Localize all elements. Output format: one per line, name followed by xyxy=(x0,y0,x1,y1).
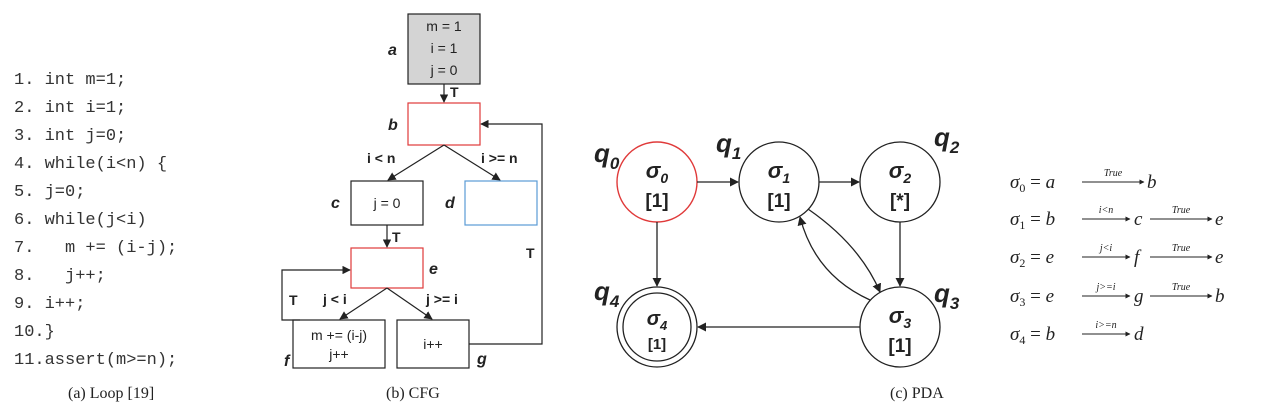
pda-edge-3-1 xyxy=(797,216,871,301)
equation-lhs: σ2 = e xyxy=(1010,247,1054,270)
code-line: 5. j=0; xyxy=(14,183,85,202)
pda-q-label: q2 xyxy=(934,122,960,157)
cfg-label-a: a xyxy=(388,42,397,59)
cfg-edge-f-e xyxy=(281,265,351,321)
equation-lhs: σ4 = b xyxy=(1010,324,1055,347)
cfg-edge-label: T xyxy=(450,84,459,100)
code-line: 4. while(i<n) { xyxy=(14,155,167,174)
pda-state-4-outer xyxy=(616,286,698,368)
cfg-node-b xyxy=(407,102,481,146)
code-line: 8. j++; xyxy=(14,267,106,286)
cfg-node-a-line: i = 1 xyxy=(431,40,458,56)
caption-loop: (a) Loop [19] xyxy=(68,385,154,402)
equation-target: e xyxy=(1215,209,1223,230)
equation-arrow-label: True xyxy=(1172,243,1191,254)
pda-q-label: q4 xyxy=(594,276,620,311)
pda-sigma: σ2 xyxy=(889,158,912,186)
cfg-edge-label: j >= i xyxy=(425,291,458,307)
cfg-label-g: g xyxy=(476,351,487,368)
equation-arrow-label: i>=n xyxy=(1095,320,1116,331)
cfg-label-d: d xyxy=(445,195,456,212)
pda-sigma: σ1 xyxy=(768,158,791,186)
pda-sigma: σ4 xyxy=(647,308,668,333)
cfg-edge-label: T xyxy=(526,245,535,261)
cfg-edge-e-f xyxy=(339,287,388,320)
pda-q-label: q3 xyxy=(934,278,960,313)
cfg-node-f-line: j++ xyxy=(328,346,348,362)
equation-target: g xyxy=(1134,286,1144,307)
code-line: 2. int i=1; xyxy=(14,99,126,118)
equation-arrow-label: True xyxy=(1172,282,1191,293)
pda-edge-1-3 xyxy=(807,208,881,293)
pda-stack: [1] xyxy=(888,336,911,357)
code-line: 6. while(j<i) xyxy=(14,211,147,230)
pda xyxy=(616,141,941,368)
pda-q-label: q1 xyxy=(716,128,741,163)
code-line: 9. i++; xyxy=(14,295,85,314)
equation-target: f xyxy=(1134,247,1142,268)
cfg-node-a-line: j = 0 xyxy=(430,62,458,78)
equation-arrow-label: j<i xyxy=(1098,243,1113,254)
code-line: 3. int j=0; xyxy=(14,127,126,146)
loop-code: 1. int m=1; 2. int i=1; 3. int j=0; 4. w… xyxy=(14,71,177,370)
cfg-edge-label: i < n xyxy=(367,150,395,166)
equation-target: b xyxy=(1215,286,1225,307)
cfg-text: m = 1 i = 1 j = 0 j = 0 m += (i-j) j++ i… xyxy=(284,18,535,370)
pda-stack: [1] xyxy=(648,336,666,353)
cfg-edge-label: T xyxy=(392,229,401,245)
cfg-label-c: c xyxy=(331,195,340,212)
equation-arrow-label: True xyxy=(1104,168,1123,179)
pda-stack: [1] xyxy=(645,191,668,212)
cfg-node-f-line: m += (i-j) xyxy=(311,327,367,343)
code-line: 10.} xyxy=(14,323,55,342)
cfg-node-e xyxy=(350,247,424,289)
pda-stack: [1] xyxy=(767,191,790,212)
cfg-label-b: b xyxy=(388,117,398,134)
code-line: 1. int m=1; xyxy=(14,71,126,90)
pda-stack: [*] xyxy=(890,191,910,212)
cfg-label-e: e xyxy=(429,261,438,278)
equation-target: d xyxy=(1134,324,1144,345)
cfg xyxy=(281,13,543,369)
pda-sigma: σ0 xyxy=(646,158,669,186)
code-line: 7. m += (i-j); xyxy=(14,239,177,258)
cfg-node-f xyxy=(292,319,386,369)
cfg-node-c-text: j = 0 xyxy=(373,195,401,211)
equation-arrow-label: i<n xyxy=(1099,205,1114,216)
cfg-edge-b-d xyxy=(443,144,501,181)
pda-state-4-inner xyxy=(622,292,692,362)
cfg-node-g-text: i++ xyxy=(423,336,442,352)
pda-q-label: q0 xyxy=(594,138,620,173)
equation-target: b xyxy=(1147,172,1157,193)
cfg-edge-e-g xyxy=(386,287,433,320)
equations: σ0 = a True b σ1 = b i<n c True e σ2 = e… xyxy=(1010,168,1225,347)
cfg-node-d xyxy=(464,180,538,226)
cfg-node-c xyxy=(350,180,424,226)
cfg-edge-g-b xyxy=(469,119,543,345)
cfg-node-a-line: m = 1 xyxy=(426,18,462,34)
equation-arrow-label: j>=i xyxy=(1094,282,1115,293)
pda-sigma: σ3 xyxy=(889,303,912,331)
cfg-edge-label: i >= n xyxy=(481,150,518,166)
equation-target: e xyxy=(1215,247,1223,268)
cfg-edge-label: j < i xyxy=(322,291,347,307)
code-line: 11.assert(m>=n); xyxy=(14,351,177,370)
equation-lhs: σ0 = a xyxy=(1010,172,1055,195)
equation-lhs: σ3 = e xyxy=(1010,286,1054,309)
cfg-node-a xyxy=(407,13,481,85)
cfg-label-f: f xyxy=(284,353,291,370)
cfg-edge-label: T xyxy=(289,292,298,308)
caption-cfg: (b) CFG xyxy=(386,385,440,402)
equation-arrow-label: True xyxy=(1172,205,1191,216)
pda-text: q0 q1 q2 q3 q4 σ0 [1] σ1 [1] σ2 [*] σ3 [… xyxy=(594,122,960,357)
equation-lhs: σ1 = b xyxy=(1010,209,1055,232)
equation-target: c xyxy=(1134,209,1143,230)
caption-pda: (c) PDA xyxy=(890,385,944,402)
cfg-edge-b-c xyxy=(387,144,445,181)
